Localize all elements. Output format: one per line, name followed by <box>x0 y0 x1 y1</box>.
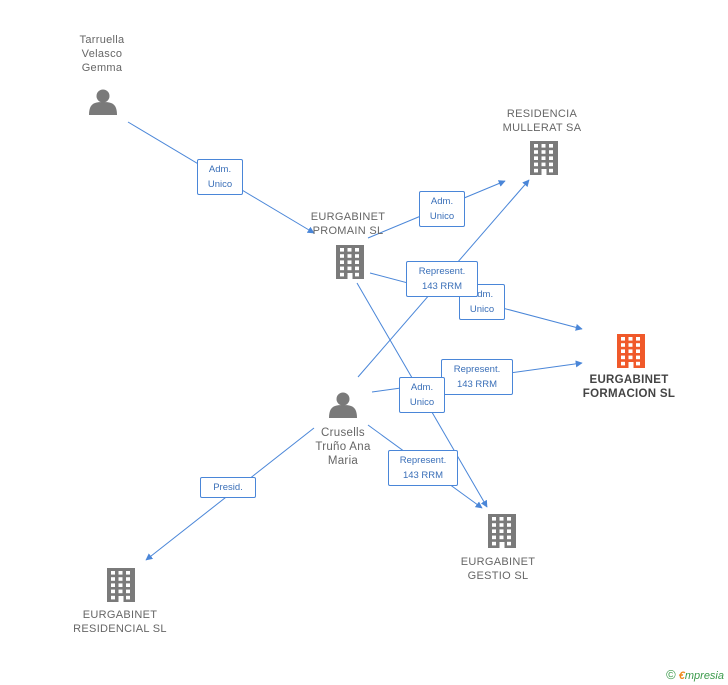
watermark: ©€mpresia <box>666 667 724 682</box>
edge-label-crusells-formacion: Represent. 143 RRM <box>441 359 513 395</box>
edge-label-crusells-gestio: Represent. 143 RRM <box>388 450 458 486</box>
company-label-mullerat[interactable]: RESIDENCIA MULLERAT SA <box>502 108 582 134</box>
brand-name: mpresia <box>684 670 724 682</box>
company-label-formacion[interactable]: EURGABINET FORMACION SL <box>582 374 676 400</box>
person-label-tarruella[interactable]: Tarruella Velasco Gemma <box>79 34 125 74</box>
edge-label-promain-mullerat: Adm. Unico <box>419 191 465 227</box>
edge-label-tarruella-promain: Adm. Unico <box>197 159 243 195</box>
person-icon[interactable] <box>89 89 117 116</box>
person-label-crusells[interactable]: Crusells Truño Ana Maria <box>315 427 371 467</box>
copyright-symbol: © <box>666 667 676 682</box>
edge-label-promain-gestio: Adm. Unico <box>399 377 445 413</box>
person-icon[interactable] <box>329 392 357 419</box>
company-label-promain[interactable]: EURGABINET PROMAIN SL <box>310 211 386 237</box>
company-label-gestio[interactable]: EURGABINET GESTIO SL <box>460 556 536 582</box>
edge-label-crusells-mullerat: Represent. 143 RRM <box>406 261 478 297</box>
edge-label-crusells-residencial: Presid. <box>200 477 256 498</box>
brand-logo-icon: € <box>678 670 685 682</box>
company-label-residencial[interactable]: EURGABINET RESIDENCIAL SL <box>73 609 167 635</box>
